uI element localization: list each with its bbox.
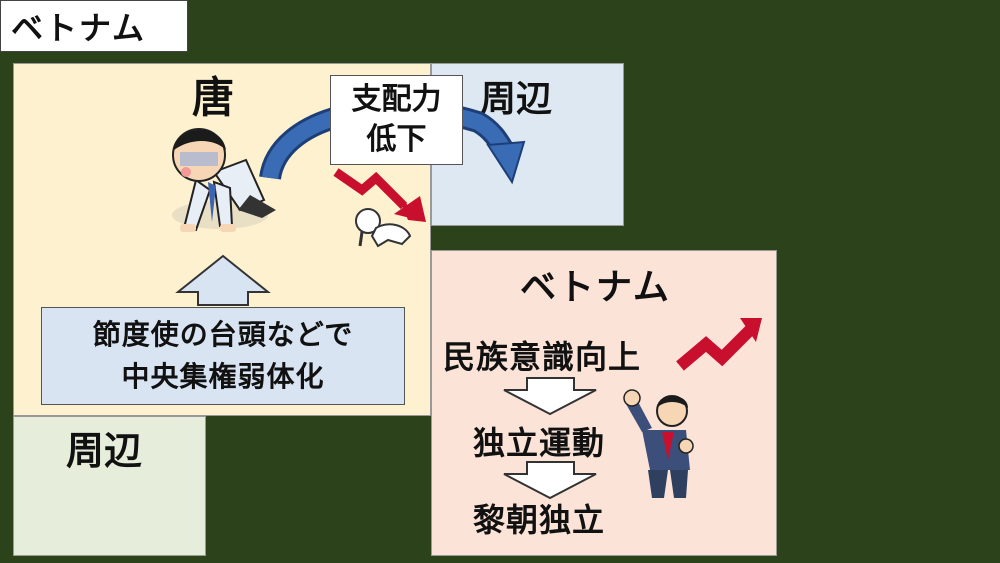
vietnam-step-nationalism: 民族意識向上 xyxy=(443,338,642,376)
decline-line1: 支配力 xyxy=(351,82,442,117)
vietnam-step-independence-movement: 独立運動 xyxy=(473,424,606,462)
vietnam-step-le-dynasty-independence: 黎朝独立 xyxy=(473,501,606,539)
page-title: ベトナム xyxy=(0,0,188,52)
vietnam-box xyxy=(431,250,777,556)
decline-label-box: 支配力 低下 xyxy=(330,75,463,165)
fist-raise-man-icon xyxy=(623,389,694,498)
kneeling-man-icon xyxy=(172,128,276,232)
cause-line2: 中央集権弱体化 xyxy=(121,360,325,393)
up-arrow-icon xyxy=(175,254,271,306)
up-trend-icon xyxy=(676,318,762,371)
vietnam-title: ベトナム xyxy=(520,267,671,308)
periphery-top-box xyxy=(431,63,624,226)
down-trend-icon xyxy=(333,168,426,222)
cause-box: 節度使の台頭などで 中央集権弱体化 xyxy=(41,307,405,405)
cause-line1: 節度使の台頭などで xyxy=(92,318,354,351)
decline-line2: 低下 xyxy=(366,122,427,157)
down-arrow-icon xyxy=(503,377,597,500)
periphery-bottom-label: 周辺 xyxy=(66,429,143,473)
periphery-top-label: 周辺 xyxy=(480,79,553,120)
crawling-baby-icon xyxy=(355,208,412,248)
tang-title: 唐 xyxy=(192,73,235,122)
periphery-bottom-box xyxy=(13,416,206,556)
